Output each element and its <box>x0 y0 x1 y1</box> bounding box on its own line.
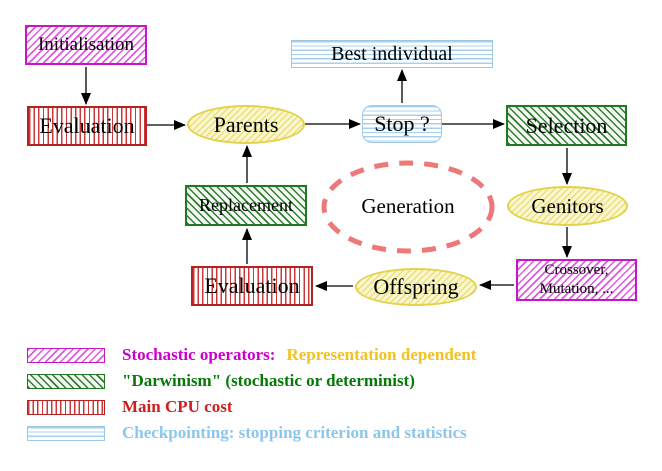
node-initialisation: Initialisation <box>25 25 147 65</box>
legend-swatch-magenta-hatch <box>27 347 105 363</box>
node-evaluation-bottom: Evaluation <box>191 266 313 306</box>
node-replacement-label: Replacement <box>199 195 293 215</box>
generation-dashed-ellipse <box>321 160 495 254</box>
node-initialisation-label: Initialisation <box>37 34 135 55</box>
legend-row-checkpointing: Checkpointing: stopping criterion and st… <box>27 423 467 442</box>
legend-swatch-red-stripes <box>27 399 105 415</box>
node-offspring: Offspring <box>355 268 477 306</box>
node-best-individual: Best individual <box>291 40 493 68</box>
legend-swatch-green-hatch <box>27 373 105 389</box>
legend-row-darwinism: "Darwinism" (stochastic or determinist) <box>27 371 415 390</box>
node-crossover-line1: Crossover, <box>544 262 609 279</box>
node-replacement: Replacement <box>185 185 307 226</box>
legend-row-cpu: Main CPU cost <box>27 397 233 416</box>
node-evaluation-top-label: Evaluation <box>39 113 135 138</box>
node-stop: Stop ? <box>362 105 442 143</box>
node-crossover-mutation: Crossover, Mutation, ... <box>516 259 637 301</box>
node-best-individual-label: Best individual <box>331 42 453 65</box>
node-parents-label: Parents <box>213 111 279 137</box>
node-stop-label: Stop ? <box>374 111 430 136</box>
legend-swatch-blue-stripes <box>27 425 105 441</box>
generation-label: Generation <box>361 194 455 218</box>
node-genitors: Genitors <box>507 186 628 226</box>
node-crossover-line2: Mutation, ... <box>539 281 614 297</box>
legend-stochastic-note: Representation dependent <box>286 345 477 364</box>
legend-checkpointing-label: Checkpointing: stopping criterion and st… <box>122 423 467 442</box>
legend-darwinism-label: "Darwinism" (stochastic or determinist) <box>122 371 415 390</box>
node-genitors-label: Genitors <box>531 193 604 218</box>
node-evaluation-bottom-label: Evaluation <box>204 273 300 298</box>
legend-cpu-label: Main CPU cost <box>122 397 233 416</box>
node-parents: Parents <box>187 105 305 144</box>
node-offspring-label: Offspring <box>373 274 459 299</box>
legend-row-stochastic: Stochastic operators: Representation dep… <box>27 345 477 364</box>
node-selection: Selection <box>506 105 627 146</box>
legend-stochastic-label: Stochastic operators: <box>122 345 276 364</box>
node-selection-label: Selection <box>525 112 608 138</box>
node-evaluation-top: Evaluation <box>27 106 147 146</box>
